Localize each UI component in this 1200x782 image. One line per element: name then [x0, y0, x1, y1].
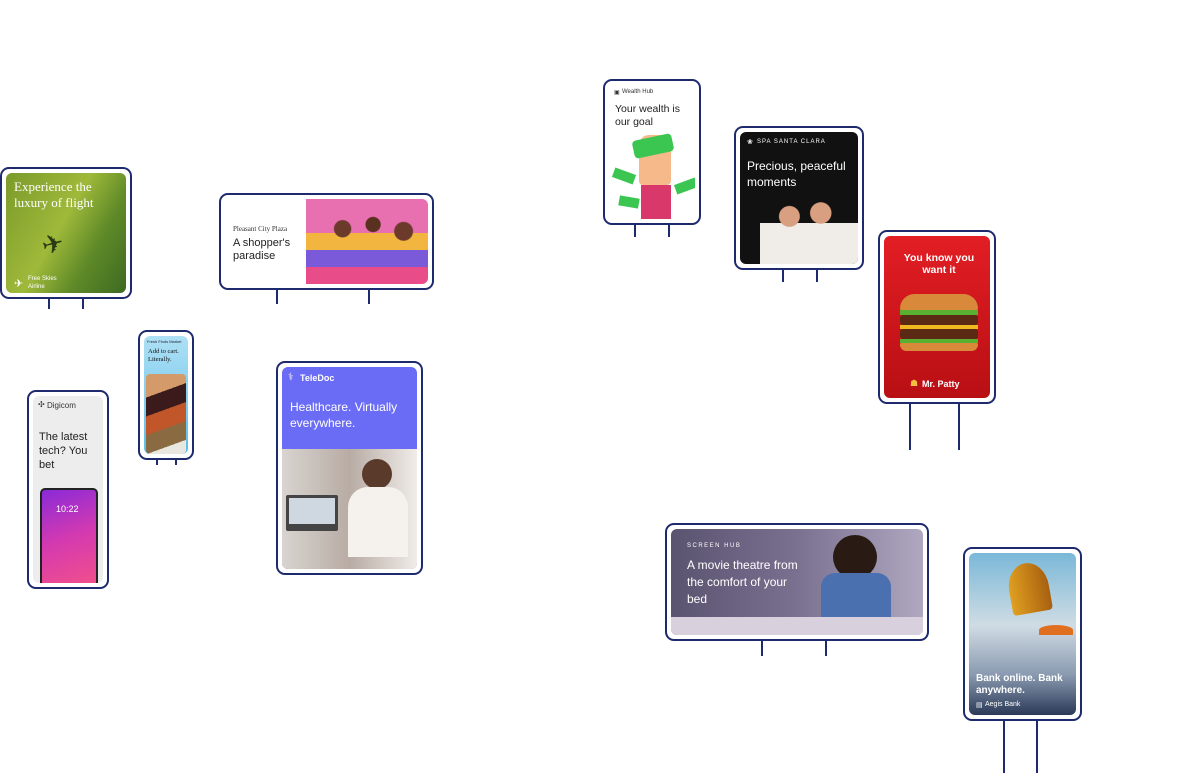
- pole: [958, 404, 960, 450]
- billboard-airline: Experience the luxury of flight ✈ ✈ Free…: [0, 167, 132, 299]
- screen-brand: SCREEN HUB: [687, 543, 742, 549]
- grocery-headline: Add to cart. Literally.: [148, 348, 179, 363]
- burger-brand: Mr. Patty: [922, 379, 960, 389]
- billboard-burger: You know you want it ☗ Mr. Patty: [878, 230, 996, 404]
- lotus-icon: ❀: [747, 139, 753, 146]
- billboard-grocery: Fresh Finds Market Add to cart. Literall…: [138, 330, 194, 460]
- paraglider-image: [1004, 559, 1054, 617]
- bank-logo-icon: ▤: [976, 702, 983, 709]
- billboard-digicom: ✣ Digicom The latest tech? You bet 10:22: [27, 390, 109, 589]
- spa-brand: SPA SANTA CLARA: [757, 139, 826, 145]
- billboard-bank: Bank online. Bank anywhere. ▤ Aegis Bank: [963, 547, 1082, 721]
- billboard-spa: ❀ SPA SANTA CLARA Precious, peaceful mom…: [734, 126, 864, 270]
- pole: [909, 404, 911, 450]
- digicom-logo-icon: ✣: [38, 400, 45, 409]
- woman-in-bed-photo: [833, 535, 877, 579]
- digicom-brand: Digicom: [47, 401, 76, 410]
- airplane-icon: ✈: [38, 226, 68, 262]
- bank-brand: Aegis Bank: [985, 701, 1021, 708]
- pole: [156, 460, 158, 465]
- burger-logo-icon: ☗: [910, 378, 919, 388]
- billboard-plaza: Pleasant City Plaza A shopper's paradise: [219, 193, 434, 290]
- burger-headline: You know you want it: [903, 252, 975, 276]
- pole: [825, 641, 827, 656]
- wealth-headline: Your wealth is our goal: [615, 103, 680, 128]
- pole: [82, 299, 84, 309]
- plane-logo-icon: ✈: [14, 278, 24, 290]
- stethoscope-icon: ⚕: [288, 372, 294, 383]
- wealth-brand: Wealth Hub: [622, 89, 654, 95]
- teledoc-brand: TeleDoc: [300, 373, 335, 383]
- plaza-headline: A shopper's paradise: [233, 237, 291, 262]
- pole: [634, 225, 636, 237]
- screen-headline: A movie theatre from the comfort of your…: [687, 558, 798, 606]
- groceries-image: [146, 374, 186, 454]
- pole: [1036, 721, 1038, 773]
- airline-headline: Experience the luxury of flight: [14, 179, 94, 210]
- grocery-brand: Fresh Finds Market: [147, 339, 182, 344]
- billboard-teledoc: ⚕ TeleDoc Healthcare. Virtually everywhe…: [276, 361, 423, 575]
- pole: [782, 270, 784, 282]
- pole: [276, 290, 278, 304]
- couple-photo: [760, 196, 858, 264]
- telehealth-photo: [282, 449, 417, 569]
- spa-headline: Precious, peaceful moments: [747, 159, 846, 189]
- billboard-wealth: ▣ Wealth Hub Your wealth is our goal: [603, 79, 701, 225]
- pole: [48, 299, 50, 309]
- shoppers-photo: [306, 199, 428, 284]
- airline-brand: Free Skies Airline: [28, 276, 57, 290]
- pole: [175, 460, 177, 465]
- bank-headline: Bank online. Bank anywhere.: [976, 673, 1063, 696]
- phone-image: 10:22: [40, 488, 98, 583]
- pole: [816, 270, 818, 282]
- burger-image: [900, 294, 978, 351]
- wealth-logo-icon: ▣: [614, 90, 620, 96]
- digicom-headline: The latest tech? You bet: [39, 431, 88, 471]
- pole: [368, 290, 370, 304]
- pole: [1003, 721, 1005, 773]
- pole: [761, 641, 763, 656]
- plaza-brand: Pleasant City Plaza: [233, 225, 288, 233]
- phone-time: 10:22: [56, 504, 79, 514]
- billboard-screen-hub: SCREEN HUB A movie theatre from the comf…: [665, 523, 929, 641]
- pole: [668, 225, 670, 237]
- teledoc-headline: Healthcare. Virtually everywhere.: [290, 400, 398, 430]
